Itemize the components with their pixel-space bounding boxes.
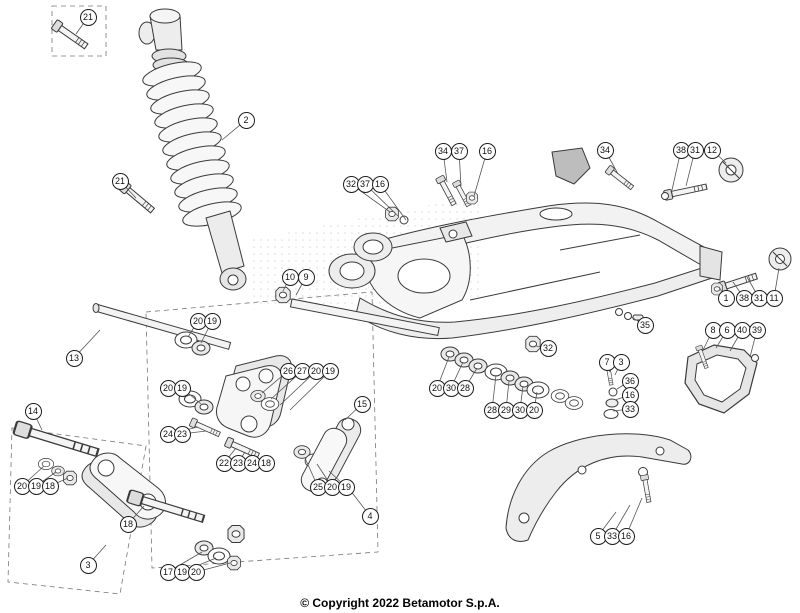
callout-8: 8	[704, 321, 722, 339]
callout-37: 37	[356, 175, 374, 193]
callout-16: 16	[617, 527, 635, 545]
callout-20: 20	[428, 379, 446, 397]
chain-guide	[684, 344, 759, 414]
callout-34: 34	[596, 141, 614, 159]
callout-18: 18	[257, 454, 275, 472]
group-boxes	[7, 5, 379, 595]
shock-lower-fasteners	[385, 174, 478, 225]
guard-fasteners	[603, 360, 619, 419]
callout-39: 39	[748, 321, 766, 339]
callout-25: 25	[309, 478, 327, 496]
callout-11: 11	[765, 289, 783, 307]
callout-19: 19	[203, 312, 221, 330]
callout-20: 20	[323, 478, 341, 496]
callout-19: 19	[173, 379, 191, 397]
callout-21: 21	[79, 8, 97, 26]
swingarm	[328, 202, 723, 340]
callout-21: 21	[111, 172, 129, 190]
copyright-text: © Copyright 2022 Betamotor S.p.A.	[300, 596, 500, 610]
shock-upper-mount	[551, 147, 636, 192]
callout-20: 20	[187, 563, 205, 581]
callout-16: 16	[478, 142, 496, 160]
callout-3: 3	[79, 556, 97, 574]
callout-32: 32	[539, 339, 557, 357]
callout-19: 19	[321, 362, 339, 380]
chain-adjuster-rear	[711, 247, 792, 296]
callout-36: 36	[621, 372, 639, 390]
chain-slider	[505, 433, 692, 542]
callout-16: 16	[371, 175, 389, 193]
callout-33: 33	[621, 400, 639, 418]
callout-34: 34	[434, 142, 452, 160]
callout-31: 31	[686, 141, 704, 159]
callout-23: 23	[173, 425, 191, 443]
callout-38: 38	[735, 289, 753, 307]
linkage-rocker	[215, 355, 292, 438]
callout-15: 15	[353, 395, 371, 413]
chain-adjuster-front	[661, 157, 744, 201]
callout-31: 31	[750, 289, 768, 307]
callout-1: 1	[717, 289, 735, 307]
callout-40: 40	[733, 321, 751, 339]
callout-9: 9	[297, 268, 315, 286]
callout-10: 10	[281, 268, 299, 286]
callout-2: 2	[237, 111, 255, 129]
callout-20: 20	[525, 401, 543, 419]
callout-3: 3	[612, 353, 630, 371]
callout-4: 4	[361, 507, 379, 525]
callout-18: 18	[119, 515, 137, 533]
callout-28: 28	[456, 379, 474, 397]
callout-35: 35	[636, 316, 654, 334]
callout-12: 12	[703, 141, 721, 159]
pivot-shaft	[275, 286, 440, 337]
callout-13: 13	[65, 349, 83, 367]
callout-6: 6	[718, 321, 736, 339]
shock-absorber	[138, 8, 247, 291]
callout-18: 18	[41, 477, 59, 495]
callout-37: 37	[450, 142, 468, 160]
callout-14: 14	[24, 402, 42, 420]
callout-19: 19	[337, 478, 355, 496]
